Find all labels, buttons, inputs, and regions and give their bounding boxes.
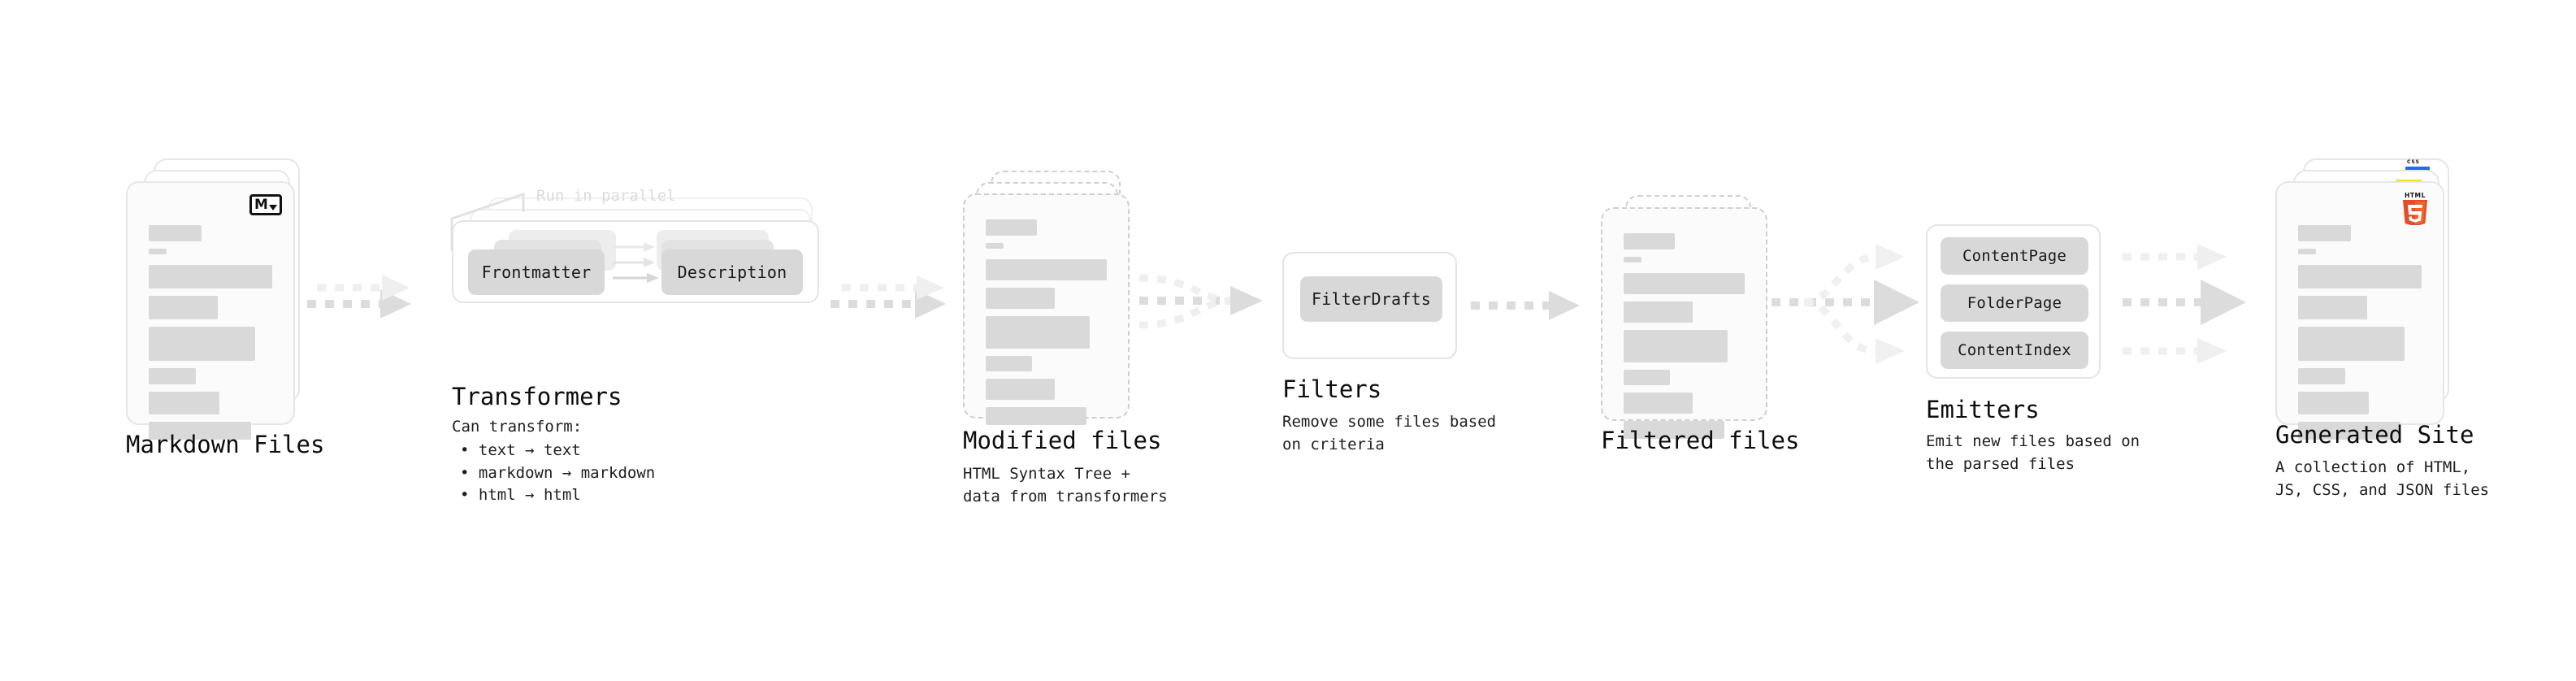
emitters-chip-contentpage[interactable]: ContentPage <box>1941 237 2088 275</box>
markdown-badge: M <box>249 194 282 215</box>
emitters-box: ContentPage FolderPage ContentIndex <box>1926 224 2101 379</box>
stage-filtered-files <box>1601 195 1776 439</box>
label-modified-files: Modified files <box>963 427 1162 454</box>
label-markdown-files: Markdown Files <box>126 431 325 458</box>
transformers-internal-arrows <box>613 242 659 283</box>
stage-markdown-files: M <box>126 158 301 440</box>
filters-box: FilterDrafts <box>1282 252 1457 359</box>
emitters-subtitle: Emit new files based on the parsed files <box>1926 432 2140 473</box>
chip-label: ContentIndex <box>1958 341 2071 359</box>
transformers-bullets: • text → text • markdown → markdown • ht… <box>460 441 656 505</box>
transformers-subtitle: Can transform: <box>452 418 583 436</box>
emitters-chip-folderpage[interactable]: FolderPage <box>1941 284 2088 322</box>
label-transformers: Transformers <box>452 383 622 410</box>
connector-modified-to-filters <box>1138 274 1263 329</box>
label-emitters: Emitters <box>1926 396 2040 423</box>
stage-generated-site: CSS HTML <box>2275 158 2454 440</box>
filtered-card-front <box>1601 207 1767 439</box>
chip-label: Frontmatter <box>481 262 592 282</box>
chip-label: ContentPage <box>1962 247 2067 265</box>
site-card-front: HTML <box>2275 181 2444 440</box>
emitters-chip-contentindex[interactable]: ContentIndex <box>1941 332 2088 369</box>
generated-site-subtitle: A collection of HTML, JS, CSS, and JSON … <box>2275 458 2490 499</box>
filters-subtitle: Remove some files based on criteria <box>1282 413 1497 453</box>
filtered-card-content <box>1624 233 1745 446</box>
html5-shield-icon: HTML <box>2403 192 2427 227</box>
html5-badge: HTML <box>2400 191 2430 228</box>
modified-card-content <box>986 219 1107 432</box>
css-badge: CSS <box>2405 159 2430 171</box>
note-run-in-parallel: Run in parallel <box>536 187 676 205</box>
modified-card-stack <box>963 171 1138 425</box>
connector-transformers-to-modified <box>830 275 946 319</box>
modified-card-front <box>963 193 1130 425</box>
run-in-parallel-bracket <box>450 192 525 251</box>
svg-text:HTML: HTML <box>2405 192 2426 199</box>
transformers-chip-description[interactable]: Description <box>661 249 803 295</box>
chip-label: FilterDrafts <box>1312 289 1431 309</box>
label-filtered-files: Filtered files <box>1601 427 1800 454</box>
markdown-badge-letter: M <box>254 196 268 213</box>
site-card-content <box>2298 225 2422 447</box>
connector-filtered-to-emitters <box>1772 244 1919 364</box>
connector-filters-to-filtered <box>1471 291 1580 320</box>
site-card-stack: CSS HTML <box>2275 158 2454 440</box>
markdown-card-content <box>149 225 272 447</box>
label-generated-site: Generated Site <box>2275 421 2474 449</box>
filters-chip-filterdrafts[interactable]: FilterDrafts <box>1300 276 1442 322</box>
filtered-card-stack <box>1601 195 1776 439</box>
markdown-card-stack: M <box>126 158 301 440</box>
label-filters: Filters <box>1282 375 1382 403</box>
connector-emitters-to-site <box>2123 244 2246 364</box>
chip-label: Description <box>677 262 787 282</box>
markdown-card-front: M <box>126 181 295 440</box>
modified-files-subtitle: HTML Syntax Tree + data from transformer… <box>963 465 1168 505</box>
chip-label: FolderPage <box>1967 294 2062 312</box>
transformers-chip-frontmatter[interactable]: Frontmatter <box>468 249 605 295</box>
connector-markdown-to-transformers <box>307 275 411 319</box>
stage-modified-files <box>963 171 1138 425</box>
markdown-badge-arrow-icon <box>268 204 277 210</box>
